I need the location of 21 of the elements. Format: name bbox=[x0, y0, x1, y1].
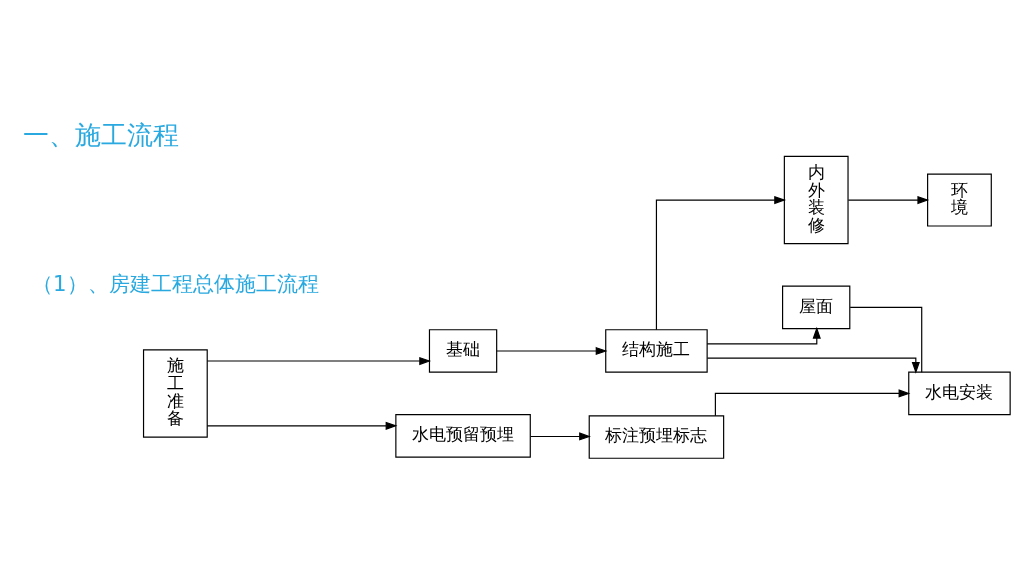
node-box: 施工准备 bbox=[142, 348, 208, 438]
arrow bbox=[206, 356, 432, 365]
node-box: 标注预埋标志 bbox=[588, 414, 725, 459]
node-box: 水电预留预埋 bbox=[395, 413, 531, 458]
node-box: 内外装修 bbox=[783, 155, 849, 244]
label: （1）、房建工程总体施工流程 bbox=[32, 270, 319, 296]
node-box: 环境 bbox=[927, 173, 992, 227]
arrow bbox=[706, 326, 821, 344]
arrow bbox=[714, 388, 911, 416]
arrow bbox=[530, 431, 591, 441]
arrow bbox=[847, 195, 930, 204]
connector bbox=[849, 306, 923, 373]
arrow bbox=[496, 346, 608, 355]
arrow bbox=[206, 421, 398, 430]
arrow bbox=[706, 356, 920, 374]
diagram-title: 一、施工流程 bbox=[22, 119, 179, 150]
node-box: 基础 bbox=[428, 328, 498, 373]
node-box: 屋面 bbox=[782, 285, 851, 329]
node-box: 结构施工 bbox=[605, 328, 708, 373]
arrow bbox=[655, 195, 787, 330]
node-box: 水电安装 bbox=[908, 371, 1011, 415]
